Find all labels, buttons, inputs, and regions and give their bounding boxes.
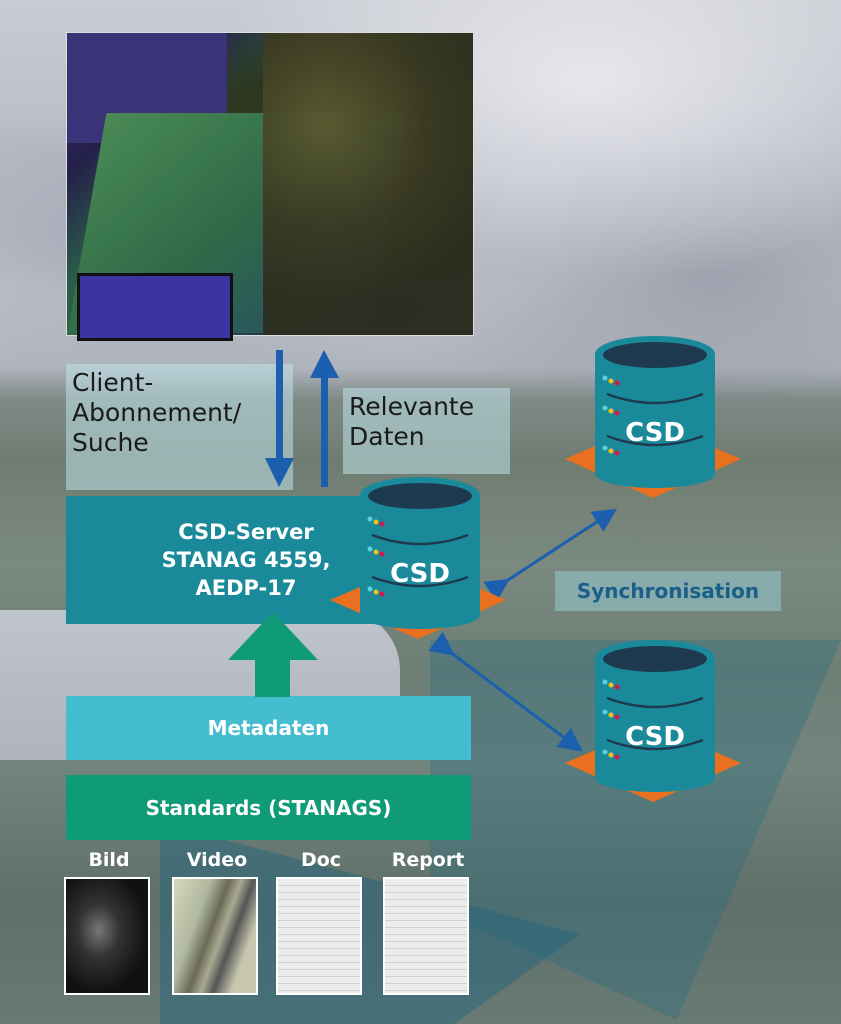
sync-arrow-top: [483, 508, 618, 602]
database-bottom: [595, 460, 715, 488]
database-icon: CSD: [565, 640, 741, 802]
video-thumbnail: [172, 877, 258, 995]
csd-server-label: CSD-Server STANAG 4559, AEDP-17: [161, 520, 331, 600]
relevant-data-label: Relevante Daten: [343, 388, 510, 474]
database-label: CSD: [625, 722, 685, 752]
metadata-arrow-up: [228, 612, 318, 697]
database-bottom: [595, 764, 715, 792]
request-arrow-down: [265, 350, 294, 487]
photo-soldiers-map-table: [66, 32, 474, 341]
source-label-bild: Bild: [88, 849, 130, 871]
standards-box: Standards (STANAGS): [66, 775, 471, 840]
report-thumbnail: [383, 877, 469, 995]
metadata-box: Metadaten: [66, 696, 471, 760]
database-label: CSD: [390, 559, 450, 589]
sync-arrow-bottom: [428, 631, 583, 752]
database-icon: CSD: [330, 477, 506, 639]
source-label-doc: Doc: [300, 849, 342, 871]
data-arrow-up: [310, 350, 339, 487]
source-label-report: Report: [391, 849, 465, 871]
image-thumbnail: [64, 877, 150, 995]
database-label: CSD: [625, 418, 685, 448]
photo-tablet: [77, 273, 233, 341]
database-icon: CSD: [565, 336, 741, 498]
photo-soldiers: [263, 33, 473, 335]
database-bottom: [360, 601, 480, 629]
document-thumbnail: [276, 877, 362, 995]
client-subscription-label: Client- Abonnement/ Suche: [66, 364, 293, 490]
source-label-video: Video: [186, 849, 248, 871]
